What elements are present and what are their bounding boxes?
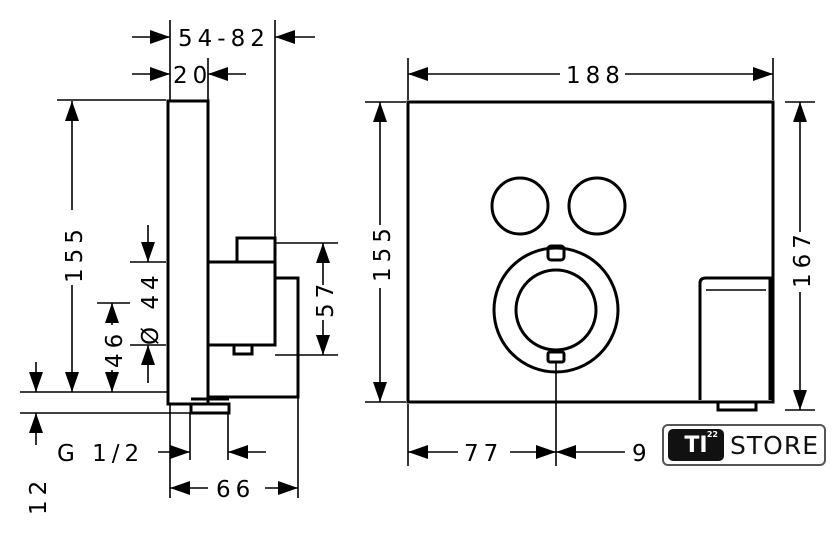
outlet-nut (716, 400, 758, 412)
upper-block (235, 236, 277, 264)
thermostat-knob (514, 268, 598, 352)
store-logo: TI 22 STORE (662, 424, 826, 466)
logo-text: STORE (730, 430, 819, 460)
dim-center-x: 77 (464, 441, 503, 467)
dim-side-height: 155 (62, 224, 88, 283)
dim-body-depth: 66 (216, 477, 255, 503)
front-dimension-arrows (373, 67, 807, 459)
valve-body (206, 260, 277, 347)
dim-offset: 46 (102, 329, 128, 368)
logo-mark: TI 22 (668, 429, 724, 461)
front-view (406, 100, 775, 412)
dim-body-height: 57 (313, 279, 339, 318)
logo-mark-text: TI (684, 432, 708, 458)
dim-front-width: 188 (566, 63, 625, 89)
button-right (567, 176, 627, 236)
dim-diameter: Ø 44 (138, 270, 164, 345)
knob-top-tab (546, 244, 566, 262)
wall-plate-front (406, 100, 775, 404)
dim-right: 9 (632, 441, 652, 467)
side-view (166, 99, 300, 415)
dim-bottom: 12 (26, 476, 52, 515)
logo-superscript: 22 (706, 430, 718, 439)
thread-nut (189, 402, 231, 415)
hose-outlet (698, 276, 772, 400)
stub (232, 343, 254, 356)
button-left (490, 176, 550, 236)
knob-bottom-tab (546, 350, 566, 364)
dim-front-height: 155 (370, 223, 396, 282)
dim-total-height: 167 (790, 229, 816, 288)
side-dimension-arrows (29, 30, 330, 495)
wall-plate-side (166, 99, 210, 406)
front-extension-lines (365, 58, 815, 466)
dim-total-depth: 54-82 (178, 26, 270, 52)
dim-plate-depth: 20 (173, 63, 212, 89)
dim-thread: G 1/2 (57, 441, 144, 467)
rear-housing (208, 276, 300, 399)
